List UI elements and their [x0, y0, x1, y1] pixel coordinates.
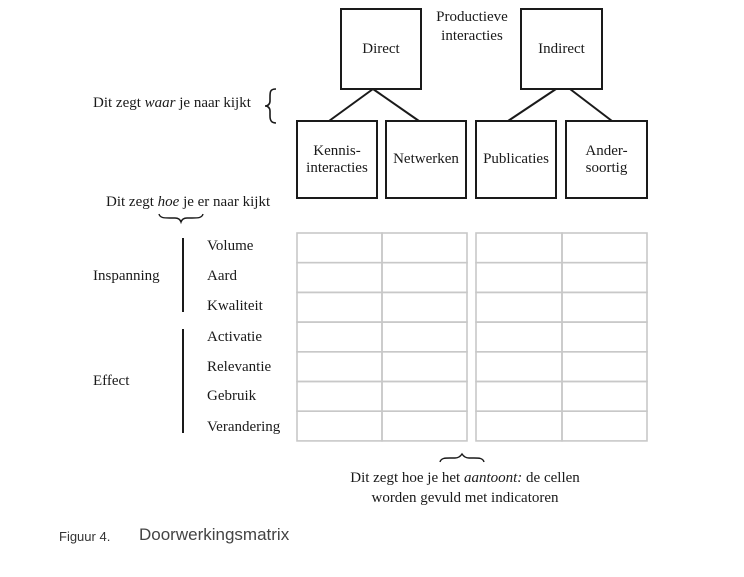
aantoont-line1: Dit zegt hoe je het aantoont: de cellen — [330, 468, 600, 488]
row-label-relevantie: Relevantie — [207, 359, 272, 375]
box-publicaties — [475, 120, 557, 199]
grid-cell — [381, 380, 468, 413]
productieve-interacties-label: Productieve interacties — [436, 9, 508, 44]
underbrace-aantoont — [439, 452, 485, 463]
grid-cell — [381, 261, 468, 294]
grid-cell — [296, 410, 383, 442]
grid-cell — [475, 380, 563, 413]
grid-cell — [475, 291, 563, 323]
grid-cell — [296, 380, 383, 413]
hoe-pre: Dit zegt — [106, 194, 158, 210]
label-direct: Direct — [362, 40, 400, 57]
box-netwerken — [385, 120, 467, 199]
grid-cell — [475, 261, 563, 294]
grid-cell — [561, 380, 648, 413]
connector-direct-kennis — [328, 88, 374, 122]
grid-cell — [561, 410, 648, 442]
grid-cell — [381, 291, 468, 323]
waar-emphasis: waar — [144, 95, 176, 111]
grid-cell — [296, 291, 383, 323]
aantoont-pre: Dit zegt hoe je het — [350, 470, 464, 486]
row-label-volume: Volume — [207, 238, 254, 254]
label-netwerken: Netwerken — [393, 151, 459, 167]
aantoont-emphasis: aantoont: — [463, 470, 523, 486]
aantoont-post: de cellen — [522, 470, 580, 486]
grid-cell — [475, 410, 563, 442]
row-label-aard: Aard — [207, 268, 237, 284]
row-label-activatie: Activatie — [207, 329, 262, 345]
grid-cell — [475, 350, 563, 383]
aantoont-line2: worden gevuld met indicatoren — [371, 490, 559, 506]
hoe-post: je er naar kijkt — [179, 194, 271, 210]
row-label-kwaliteit: Kwaliteit — [207, 298, 263, 314]
grid-cell — [381, 410, 468, 442]
label-andersoortig: Ander- soortig — [585, 142, 628, 176]
grid-cell — [296, 232, 383, 264]
grid-cell — [561, 261, 648, 294]
label-indirect: Indirect — [538, 40, 585, 57]
grid-cell — [381, 232, 468, 264]
grid-cell — [475, 321, 563, 353]
grid-cell — [475, 232, 563, 264]
indicator-grid — [296, 232, 648, 442]
hoe-emphasis: hoe — [157, 194, 180, 210]
caption-label: Figuur 4. — [59, 529, 111, 544]
connector-indirect-publicaties — [507, 88, 557, 122]
connector-direct-netwerken — [372, 88, 420, 122]
grid-cell — [381, 321, 468, 353]
grid-cell — [381, 350, 468, 383]
waar-annotation: Dit zegt waar je naar kijkt — [93, 95, 251, 112]
grid-cell — [561, 232, 648, 264]
grid-cell — [296, 350, 383, 383]
box-andersoortig — [565, 120, 648, 199]
box-indirect — [520, 8, 603, 90]
connector-indirect-andersoortig — [569, 88, 613, 122]
grid-cell — [561, 321, 648, 353]
box-direct — [340, 8, 422, 90]
hoe-annotation: Dit zegt hoe je er naar kijkt — [106, 194, 270, 211]
label-publicaties: Publicaties — [483, 151, 549, 167]
label-kennisinteracties: Kennis- interacties — [306, 142, 368, 176]
waar-post: je naar kijkt — [175, 95, 251, 111]
curly-brace-waar — [264, 88, 277, 124]
grid-cell — [561, 291, 648, 323]
row-label-verandering: Verandering — [207, 419, 281, 435]
aantoont-annotation: Dit zegt hoe je het aantoont: de cellen … — [330, 468, 600, 508]
grid-cell — [296, 261, 383, 294]
underbrace-hoe — [158, 213, 204, 225]
row-label-gebruik: Gebruik — [207, 388, 257, 404]
box-kennisinteracties — [296, 120, 378, 199]
grid-cell — [561, 350, 648, 383]
caption-title: Doorwerkingsmatrix — [139, 525, 290, 544]
grid-cell — [296, 321, 383, 353]
waar-pre: Dit zegt — [93, 95, 145, 111]
group-label-effect: Effect — [93, 373, 130, 389]
group-label-inspanning: Inspanning — [93, 268, 160, 284]
